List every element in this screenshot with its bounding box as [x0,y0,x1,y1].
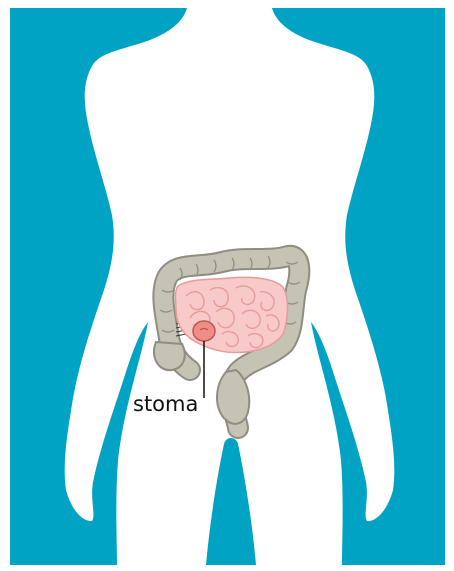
stoma [193,321,215,341]
stoma-label: stoma [133,392,198,416]
stoma-shape [193,321,215,341]
closed-bowel-end [154,342,185,370]
